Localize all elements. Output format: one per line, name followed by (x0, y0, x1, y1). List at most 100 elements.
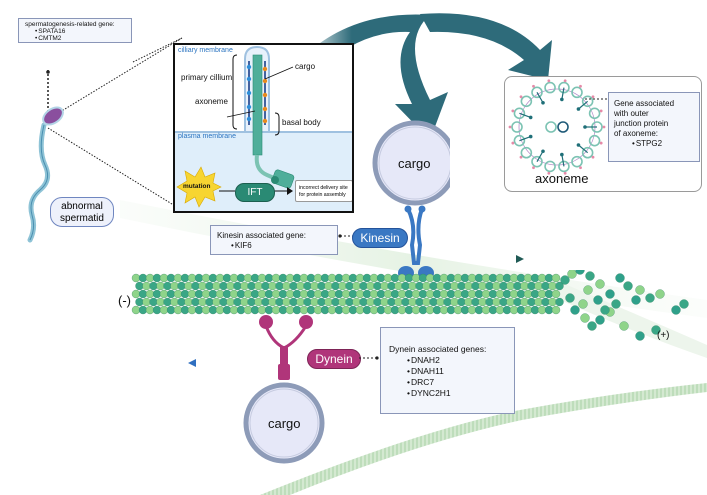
tubulin-subunit (187, 305, 197, 315)
basal-body (254, 154, 282, 183)
doublet-microtubule (513, 134, 526, 147)
tubulin-subunit (233, 297, 242, 307)
tubulin-subunit (222, 305, 232, 315)
tubulin-subunit (320, 273, 330, 283)
tubulin-subunit (324, 297, 333, 307)
axoneme-title: axoneme (535, 171, 589, 186)
tubulin-subunit (404, 289, 414, 299)
tubulin-subunit (359, 281, 368, 291)
tubulin-subunit (306, 289, 316, 299)
dynein-cargo-vesicle (243, 382, 325, 464)
spoke-head (528, 134, 533, 139)
tubulin-subunit (418, 273, 428, 283)
minus-end-label: (-) (118, 293, 131, 308)
dynein-arm (602, 125, 606, 129)
tubulin-subunit (341, 273, 351, 283)
tubulin-subunit (453, 305, 463, 315)
axoneme-gene-box: Gene associated with outer junction prot… (608, 92, 700, 162)
kinesin-label-pill: Kinesin (352, 228, 408, 248)
tubulin-subunit (457, 297, 466, 307)
tubulin-subunit (474, 273, 484, 283)
dotted-connector (132, 37, 183, 63)
spoke-head (560, 152, 564, 157)
tubulin-subunit (587, 321, 597, 331)
tubulin-subunit (152, 305, 162, 315)
tubulin-subunit (436, 297, 445, 307)
tubulin-subunit (334, 289, 344, 299)
tubulin-subunit (205, 281, 214, 291)
tubulin-subunit (264, 289, 274, 299)
ift-trains (246, 61, 268, 125)
tubulin-subunit (623, 281, 633, 291)
dynein-arm (547, 79, 551, 83)
abnormal-spermatid-label: abnormal spermatid (50, 197, 114, 227)
spoke-head (541, 149, 545, 154)
ift-pill: IFT (235, 183, 275, 202)
tubulin-subunit (264, 273, 274, 283)
tubulin-subunit (303, 297, 312, 307)
mutation-label: mutation (183, 183, 211, 190)
tubulin-subunit (439, 273, 449, 283)
tubulin-subunit (432, 273, 442, 283)
dynein-motor (259, 315, 313, 380)
dynein-cargo-assembly (243, 315, 325, 464)
lower-microtubule-band (260, 383, 707, 495)
dynein-arm (591, 155, 595, 159)
tubulin-subunit (509, 305, 519, 315)
axoneme-cross-section (508, 79, 615, 175)
tubulin-subunit (383, 273, 393, 283)
tubulin-subunit (495, 289, 505, 299)
tubulin-subunit (397, 305, 407, 315)
radial-spoke (578, 144, 589, 154)
tubulin-subunit (635, 285, 645, 295)
spoke-head (541, 100, 545, 105)
tubulin-subunit (567, 270, 577, 279)
tubulin-subunit (334, 273, 344, 283)
tubulin-subunit (520, 281, 529, 291)
tubulin-subunit (615, 273, 625, 283)
tubulin-subunit (506, 297, 515, 307)
outcome-box: incorrect delivery site for protein asse… (295, 180, 352, 202)
tubulin-subunit (513, 297, 522, 307)
tubulin-subunit (359, 297, 368, 307)
tubulin-subunit (425, 305, 435, 315)
gene-box-title: spermatogenesis-related gene: (25, 21, 115, 28)
tubulin-subunit (394, 281, 403, 291)
tubulin-subunit (285, 289, 295, 299)
tubulin-subunit (520, 297, 529, 307)
tubulin-subunit (551, 305, 561, 315)
doublet-microtubule (558, 160, 570, 173)
tubulin-subunit (585, 271, 595, 281)
gene-item: DRC7 (407, 377, 506, 388)
spoke-head (576, 107, 581, 111)
tubulin-subunit (645, 293, 655, 303)
tubulin-subunit (187, 289, 197, 299)
microtubule (131, 270, 689, 341)
cargo-label: cargo (295, 62, 316, 71)
tubulin-subunit (208, 305, 218, 315)
tubulin-subunit (600, 305, 610, 315)
mutation-starburst (176, 166, 222, 208)
gene-item: DNAH11 (407, 366, 506, 377)
tubulin-subunit (651, 325, 661, 335)
tubulin-subunit (362, 273, 372, 283)
tubulin-subunit (527, 297, 536, 307)
tubulin-subunit (184, 281, 193, 291)
tubulin-subunit (271, 273, 281, 283)
tubulin-subunit (138, 273, 148, 283)
tubulin-subunit (250, 289, 260, 299)
dynein-arm (599, 109, 603, 113)
tubulin-subunit (362, 289, 372, 299)
dotted-connector (59, 37, 183, 113)
tubulin-subunit (390, 289, 400, 299)
tubulin-subunit (152, 273, 162, 283)
gene-item: DNAH2 (407, 355, 506, 366)
tubulin-subunit (212, 281, 221, 291)
tubulin-subunit (327, 273, 337, 283)
tubulin-subunit (453, 273, 463, 283)
tubulin-subunit (631, 295, 641, 305)
tubulin-subunit (149, 297, 158, 307)
doublet-microtubule (588, 107, 601, 120)
kinesin-gene-box: Kinesin associated gene: KIF6 (210, 225, 338, 255)
tubulin-subunit (184, 297, 193, 307)
